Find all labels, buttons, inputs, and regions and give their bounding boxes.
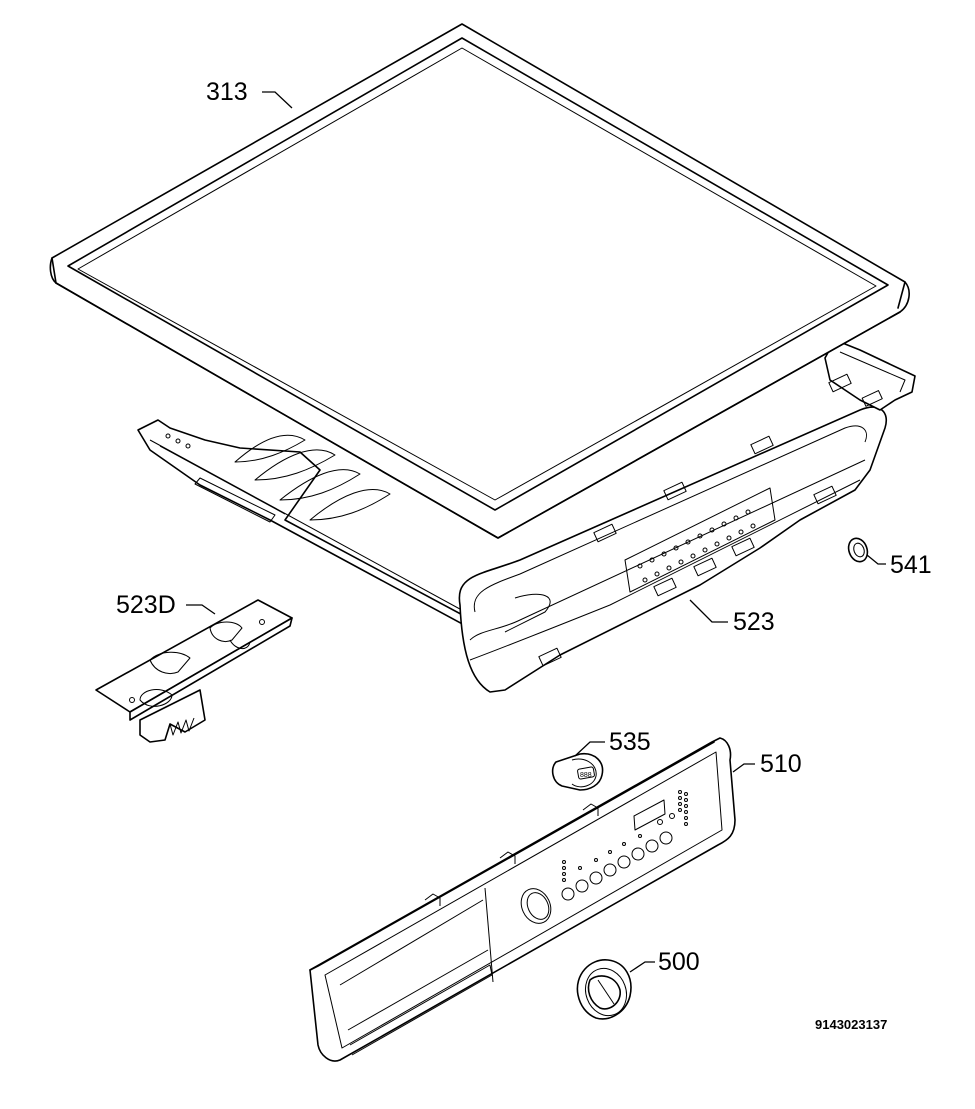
control-panel-fascia-part bbox=[309, 737, 736, 1062]
part-label-541: 541 bbox=[890, 551, 932, 579]
control-panel-frame-part bbox=[137, 339, 916, 693]
display-module-part: 888 bbox=[551, 752, 604, 791]
document-number: 9143023137 bbox=[815, 1017, 887, 1032]
leader-535 bbox=[574, 741, 605, 757]
part-label-510: 510 bbox=[760, 750, 802, 778]
part-label-535: 535 bbox=[609, 728, 651, 756]
leader-500 bbox=[629, 961, 655, 973]
part-label-500: 500 bbox=[658, 948, 700, 976]
washer-ring-part bbox=[847, 537, 869, 563]
leader-523D bbox=[186, 604, 216, 615]
top-cover-part bbox=[49, 23, 910, 539]
part-label-313: 313 bbox=[206, 78, 248, 106]
leader-523 bbox=[689, 599, 728, 623]
svg-text:888: 888 bbox=[580, 772, 592, 779]
frame-bracket-part bbox=[95, 599, 293, 743]
part-label-523D: 523D bbox=[116, 591, 176, 619]
leader-313 bbox=[262, 91, 293, 109]
part-label-523: 523 bbox=[733, 608, 775, 636]
leader-510 bbox=[732, 763, 755, 773]
leader-541 bbox=[866, 554, 886, 565]
selector-knob-part bbox=[576, 959, 632, 1020]
